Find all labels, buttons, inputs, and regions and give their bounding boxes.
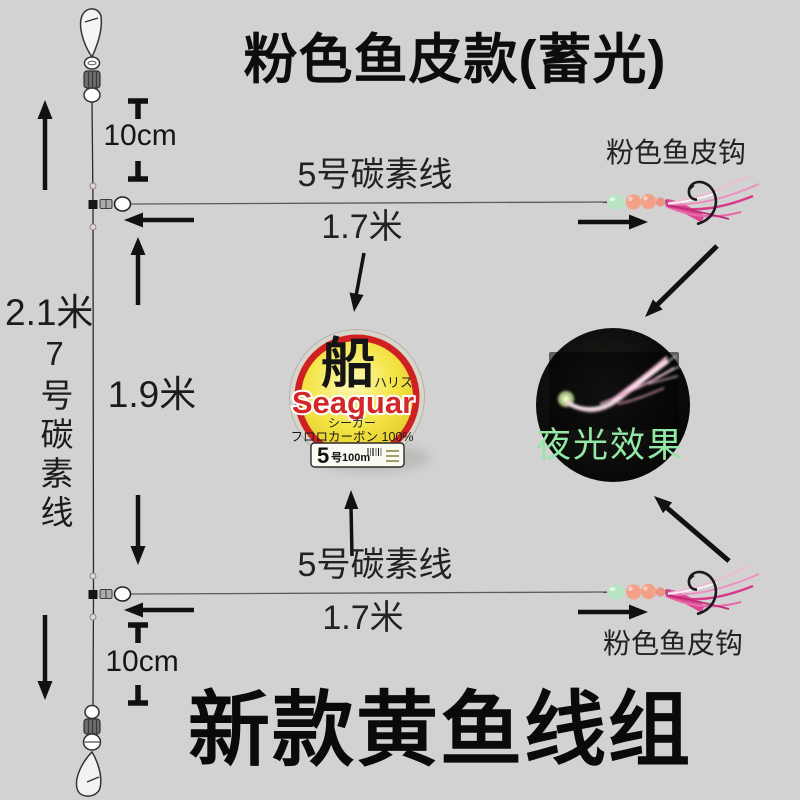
mid-spacing-arrows	[130, 237, 146, 565]
top-branch-length-label: 1.7米	[321, 208, 403, 246]
top-junction	[87, 182, 132, 231]
bottom-junction	[87, 572, 132, 621]
spool-brand-katakana: シーガー	[328, 416, 376, 430]
glow-effect-label: 夜光效果	[535, 426, 685, 465]
bottom-hook-label: 粉色鱼皮钩	[602, 628, 744, 659]
spool-brand: Seaguar	[292, 385, 414, 420]
spool-size-number: 5	[317, 443, 329, 468]
glow-circle	[536, 328, 690, 482]
seaguar-spool: 船 ハリス Seaguar シーガー フロロカーボン 100% 5 号100m	[289, 329, 430, 472]
spool-kanji-side: ハリス	[374, 375, 413, 390]
main-length-arrows	[37, 100, 53, 700]
bottom-title: 新款黄鱼线组	[187, 685, 693, 776]
spool-pointer-arrows	[344, 252, 366, 557]
spool-material: フロロカーボン 100%	[291, 430, 414, 444]
dropper-bottom-length-label: 10cm	[105, 645, 179, 678]
main-line-type-label: 7号碳素线	[36, 335, 73, 534]
top-branch-line-label: 5号碳素线	[297, 156, 453, 194]
top-swivel	[79, 8, 103, 103]
main-line	[91, 100, 95, 707]
top-hook-label: 粉色鱼皮钩	[605, 137, 747, 168]
bottom-swivel	[75, 704, 102, 797]
mid-spacing-label: 1.9米	[107, 374, 197, 415]
page-title: 粉色鱼皮款(蓄光)	[243, 30, 667, 90]
top-hook	[603, 176, 759, 224]
glow-pointer-arrows	[645, 244, 731, 563]
spool-kanji: 船	[321, 334, 375, 394]
spool-barcode	[367, 448, 399, 462]
main-length-label: 2.1米	[5, 292, 94, 333]
bottom-branch-line-label: 5号碳素线	[297, 546, 453, 584]
dropper-top-length-label: 10cm	[103, 119, 177, 152]
spool-size-suffix: 号100m	[331, 451, 370, 464]
bottom-hook	[603, 566, 759, 614]
bottom-branch-length-label: 1.7米	[322, 599, 404, 637]
